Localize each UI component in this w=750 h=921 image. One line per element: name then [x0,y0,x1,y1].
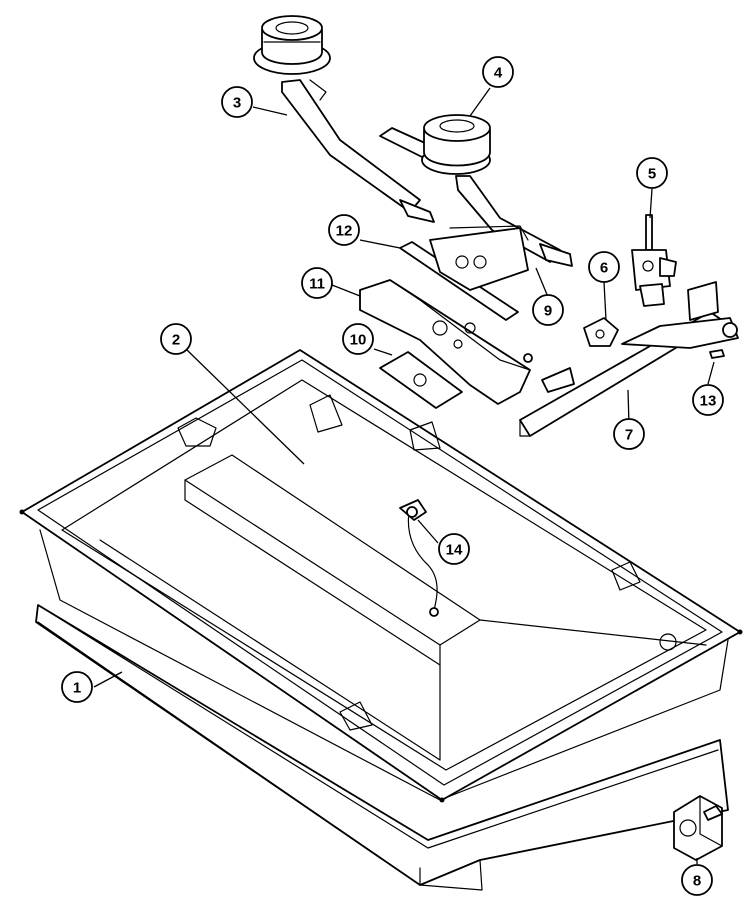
part-manifold [519,281,739,437]
part-gas-valve [631,214,677,307]
callout-5-label: 5 [648,166,656,183]
callout-10-label: 10 [350,332,367,349]
callout-12-label: 12 [336,223,353,240]
callout-5: 5 [636,157,668,189]
callout-1: 1 [61,671,93,703]
callout-9: 9 [532,294,564,326]
part-flat-plate [379,351,463,409]
callout-9-label: 9 [544,303,552,320]
part-burner-large [253,15,435,223]
callout-2: 2 [160,323,192,355]
callout-13: 13 [692,384,724,416]
callout-4-label: 4 [494,65,503,82]
callout-7-label: 7 [625,427,633,444]
callout-6: 6 [588,251,620,283]
part-pin [709,349,725,359]
part-burner-small [379,114,573,267]
callout-10: 10 [342,323,374,355]
callout-8: 8 [681,864,713,896]
part-mounting-bracket [359,279,533,405]
callout-8-label: 8 [693,873,701,890]
part-valve-fitting [583,317,619,347]
part-drip-pan [19,349,743,803]
callout-14: 14 [438,533,470,565]
callout-1-label: 1 [73,680,81,697]
part-ground-wire [399,499,439,617]
part-regulator [673,795,723,861]
callout-11-label: 11 [309,276,325,293]
callout-2-label: 2 [172,332,180,349]
callout-6-label: 6 [600,260,608,277]
callout-14-label: 14 [446,542,463,559]
callout-3: 3 [221,86,253,118]
part-base-frame [35,604,729,891]
callout-4: 4 [482,56,514,88]
callout-7: 7 [613,418,645,450]
part-orifice-tube [399,225,529,321]
callout-3-label: 3 [233,95,241,112]
callout-13-label: 13 [700,393,717,410]
callout-11: 11 [301,267,333,299]
callout-12: 12 [328,214,360,246]
